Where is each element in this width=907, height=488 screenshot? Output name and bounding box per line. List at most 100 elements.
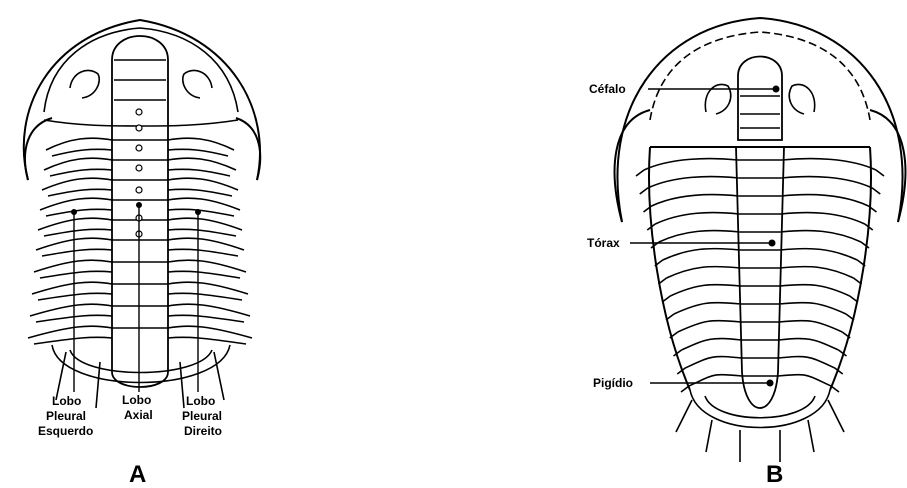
pleura-left-b: [667, 267, 741, 278]
pleura-left-b: [670, 285, 740, 296]
axial-pit: [136, 145, 142, 151]
pleura-right: [168, 218, 242, 230]
figure-letter-b: B: [766, 461, 783, 488]
pleura-right-lower: [168, 271, 240, 278]
label-left-pleural-line3: Esquerdo: [38, 424, 93, 438]
pleura-right: [168, 326, 252, 338]
pleura-right: [168, 260, 246, 272]
pleura-left-b: [678, 321, 741, 332]
pleura-left-b: [652, 195, 739, 206]
label-pygidium: Pigídio: [593, 376, 633, 390]
pleura-left-b: [674, 303, 741, 314]
thorax-segments-a: [28, 138, 252, 408]
pleura-left-lower: [42, 249, 112, 256]
label-cephalon: Céfalo: [589, 82, 626, 96]
pleura-left-b: [644, 159, 738, 170]
pleura-left-b: [685, 357, 741, 368]
pleura-left-lower: [40, 271, 112, 278]
pleura-left-lower: [38, 293, 112, 300]
pleural-spine-left-b: [681, 386, 689, 392]
pleural-spine-right-b: [876, 170, 884, 176]
pleura-right-lower: [168, 209, 234, 216]
pleura-right-lower: [168, 169, 230, 176]
pleura-left: [40, 198, 112, 210]
pleura-right-b: [780, 285, 850, 296]
axial-pit: [136, 187, 142, 193]
pleura-left-b: [689, 375, 742, 386]
pleura-left-b: [659, 231, 739, 242]
pleura-right-b: [778, 375, 831, 386]
label-left-pleural-line1: Lobo: [52, 394, 81, 408]
pleural-spine-right-b: [831, 386, 839, 392]
pleura-right-lower: [168, 337, 246, 344]
trilobite-a-drawing: [24, 20, 260, 408]
pleura-left-lower: [44, 229, 112, 236]
pleura-left: [46, 138, 112, 150]
pleura-left-lower: [52, 149, 112, 156]
figure-letter-a: A: [129, 461, 146, 488]
cephalon-inner-rim-b: [650, 32, 870, 120]
pygidial-spine-b: [706, 420, 712, 452]
axial-pit: [136, 165, 142, 171]
pleura-right-lower: [168, 189, 232, 196]
pleura-right-b: [780, 249, 857, 260]
pleural-spine-left-b: [640, 188, 648, 194]
pleura-right-b: [780, 267, 854, 278]
axial-pit: [136, 109, 142, 115]
pleura-left-lower: [50, 169, 112, 176]
pleura-left: [38, 218, 112, 230]
pleural-spine-right-b: [850, 296, 858, 302]
pygidium-outline: [52, 345, 230, 383]
pleura-left-lower: [34, 337, 112, 344]
pleura-right-b: [781, 231, 861, 242]
label-axial-line2: Axial: [124, 408, 153, 422]
pleura-right: [168, 178, 238, 190]
label-right-pleural-line3: Direito: [184, 424, 222, 438]
pleura-left: [42, 178, 112, 190]
pleura-left: [28, 326, 112, 338]
pleura-left-b: [648, 177, 739, 188]
label-left-pleural-line2: Pleural: [46, 409, 86, 423]
right-eye: [183, 70, 212, 98]
pleura-right: [168, 304, 250, 316]
pleura-right-lower: [168, 229, 236, 236]
pleura-left-lower: [48, 189, 112, 196]
pygidial-spine-b: [828, 400, 844, 432]
pleura-right-b: [782, 177, 873, 188]
pleura-right-lower: [168, 149, 228, 156]
pygidial-spine-b: [676, 400, 692, 432]
pleura-left: [34, 260, 112, 272]
pygidial-spine: [180, 362, 184, 408]
pleura-right-b: [782, 159, 876, 170]
pleura-right-lower: [168, 293, 242, 300]
trilobite-b-drawing: [615, 18, 906, 462]
label-thorax: Tórax: [587, 236, 620, 250]
pleura-right: [168, 138, 234, 150]
pleural-spine-left-b: [636, 170, 644, 176]
pleura-left: [32, 282, 112, 294]
leader-dots-b: [767, 86, 780, 387]
pleura-right: [168, 158, 236, 170]
label-right-pleural-line2: Pleural: [182, 409, 222, 423]
pleura-left-lower: [46, 209, 112, 216]
pleura-left-b: [663, 249, 740, 260]
label-right-pleural-line1: Lobo: [186, 394, 215, 408]
pleura-right: [168, 238, 244, 250]
right-genal-spine: [236, 118, 260, 180]
axial-pit: [136, 125, 142, 131]
pleura-left: [30, 304, 112, 316]
pleura-left-b: [682, 339, 742, 350]
label-axial-line1: Lobo: [122, 393, 151, 407]
pygidial-spine: [96, 362, 100, 408]
pleura-right: [168, 198, 240, 210]
pleura-right-b: [781, 213, 865, 224]
pleura-right-b: [779, 303, 846, 314]
pygidial-spine: [56, 352, 66, 400]
pleura-right-b: [778, 357, 834, 368]
pleura-right-lower: [168, 315, 244, 322]
left-eye: [70, 70, 99, 98]
pleura-right-b: [781, 195, 868, 206]
axial-lobe-outline: [112, 36, 168, 387]
pleural-spine-left-b: [662, 296, 670, 302]
